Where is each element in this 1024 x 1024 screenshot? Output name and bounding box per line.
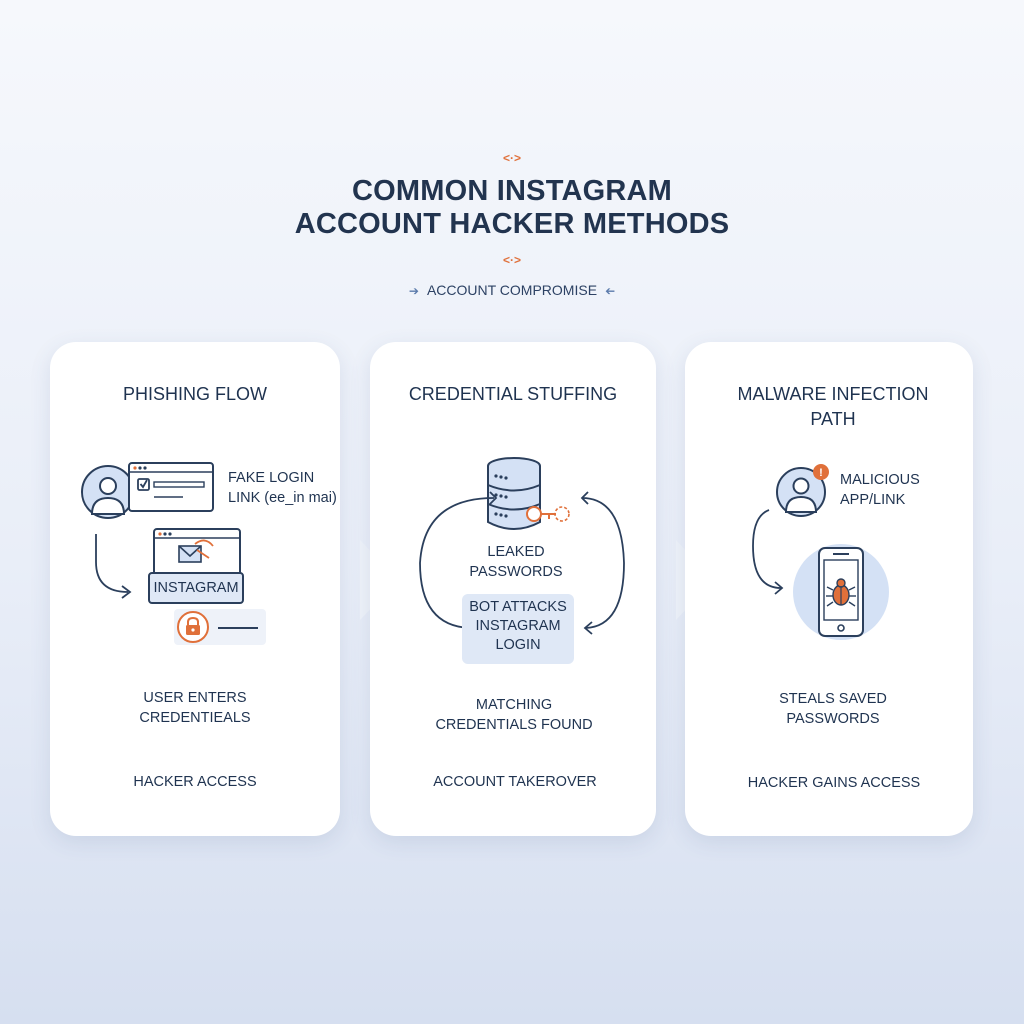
card-malware-infection-path: MALWARE INFECTION PATH ! MALICIOUS APP/L… bbox=[685, 342, 973, 836]
card-credential-stuffing: CREDENTIAL STUFFING LEAKED PASSWORDS BOT… bbox=[370, 342, 656, 836]
result-label: HACKER ACCESS bbox=[133, 774, 257, 790]
subtitle: ACCOUNT COMPROMISE bbox=[426, 282, 598, 298]
card-title: CREDENTIAL STUFFING bbox=[408, 384, 618, 404]
svg-text:!: ! bbox=[819, 467, 823, 479]
bot-attacks-box: BOT ATTACKS INSTAGRAM LOGIN bbox=[462, 594, 574, 664]
bot-line3: LOGIN bbox=[495, 637, 541, 653]
step-label: USER ENTERS CREDENTIEALS bbox=[50, 688, 340, 728]
step-line2: CREDENTIALS FOUND bbox=[435, 717, 593, 733]
leaked-line1: LEAKED bbox=[487, 544, 545, 560]
arrow-right-icon: ➔ bbox=[408, 284, 419, 298]
flow-arrow-icon bbox=[95, 534, 132, 599]
step-line1: STEALS SAVED bbox=[779, 691, 887, 707]
leaked-line2: PASSWORDS bbox=[469, 564, 563, 580]
page-title-line1: COMMON INSTAGRAM bbox=[351, 175, 673, 207]
arrow-left-icon: ➔ bbox=[605, 284, 616, 298]
page-title-line2: ACCOUNT HACKER METHODS bbox=[294, 208, 730, 240]
key-icon bbox=[526, 506, 570, 522]
smartphone-icon bbox=[793, 544, 889, 640]
decorative-arrows-top: <·> bbox=[502, 151, 521, 165]
browser-window-icon bbox=[128, 462, 214, 512]
user-icon: ! bbox=[776, 464, 829, 517]
result-label: ACCOUNT TAKEROVER bbox=[433, 774, 597, 790]
leaked-passwords-label: LEAKED PASSWORDS bbox=[370, 542, 662, 582]
card-title: MALWARE INFECTION PATH bbox=[685, 382, 981, 432]
instagram-label: INSTAGRAM bbox=[148, 572, 244, 604]
bot-line2: INSTAGRAM bbox=[475, 618, 561, 634]
malicious-line1: MALICIOUS bbox=[840, 472, 920, 488]
step-label: STEALS SAVED PASSWORDS bbox=[685, 689, 981, 729]
card-title-line2: PATH bbox=[810, 409, 856, 429]
fake-login-line1: FAKE LOGIN bbox=[228, 470, 315, 486]
subtitle-row: ➔ ACCOUNT COMPROMISE ➔ bbox=[0, 282, 1024, 298]
card-title-line1: MALWARE INFECTION bbox=[737, 384, 929, 404]
step-line1: MATCHING bbox=[475, 697, 553, 713]
lock-icon bbox=[177, 611, 209, 643]
decorative-arrows-bottom: <·> bbox=[502, 253, 521, 267]
cycle-arrow-icon bbox=[580, 491, 625, 635]
password-line bbox=[218, 627, 258, 629]
alert-badge-icon bbox=[813, 464, 829, 480]
fake-login-label: FAKE LOGIN LINK (ee_in mai) bbox=[228, 468, 338, 508]
bot-line1: BOT ATTACKS bbox=[469, 599, 567, 615]
mail-window-icon bbox=[153, 528, 241, 578]
user-icon bbox=[81, 465, 135, 519]
malicious-app-label: MALICIOUS APP/LINK bbox=[840, 470, 950, 510]
step-line1: USER ENTERS bbox=[143, 690, 247, 706]
card-phishing-flow: PHISHING FLOW FAKE LOGIN LINK (ee_in mai… bbox=[50, 342, 340, 836]
malicious-line2: APP/LINK bbox=[840, 492, 906, 508]
step-label: MATCHING CREDENTIALS FOUND bbox=[370, 695, 658, 735]
flow-arrow-icon bbox=[752, 509, 784, 595]
bug-icon bbox=[826, 578, 856, 607]
step-line2: PASSWORDS bbox=[786, 711, 880, 727]
fake-login-line2: LINK (ee_in mai) bbox=[228, 490, 337, 506]
result-label: HACKER GAINS ACCESS bbox=[747, 775, 921, 791]
step-line2: CREDENTIEALS bbox=[139, 710, 251, 726]
card-title: PHISHING FLOW bbox=[122, 384, 267, 404]
